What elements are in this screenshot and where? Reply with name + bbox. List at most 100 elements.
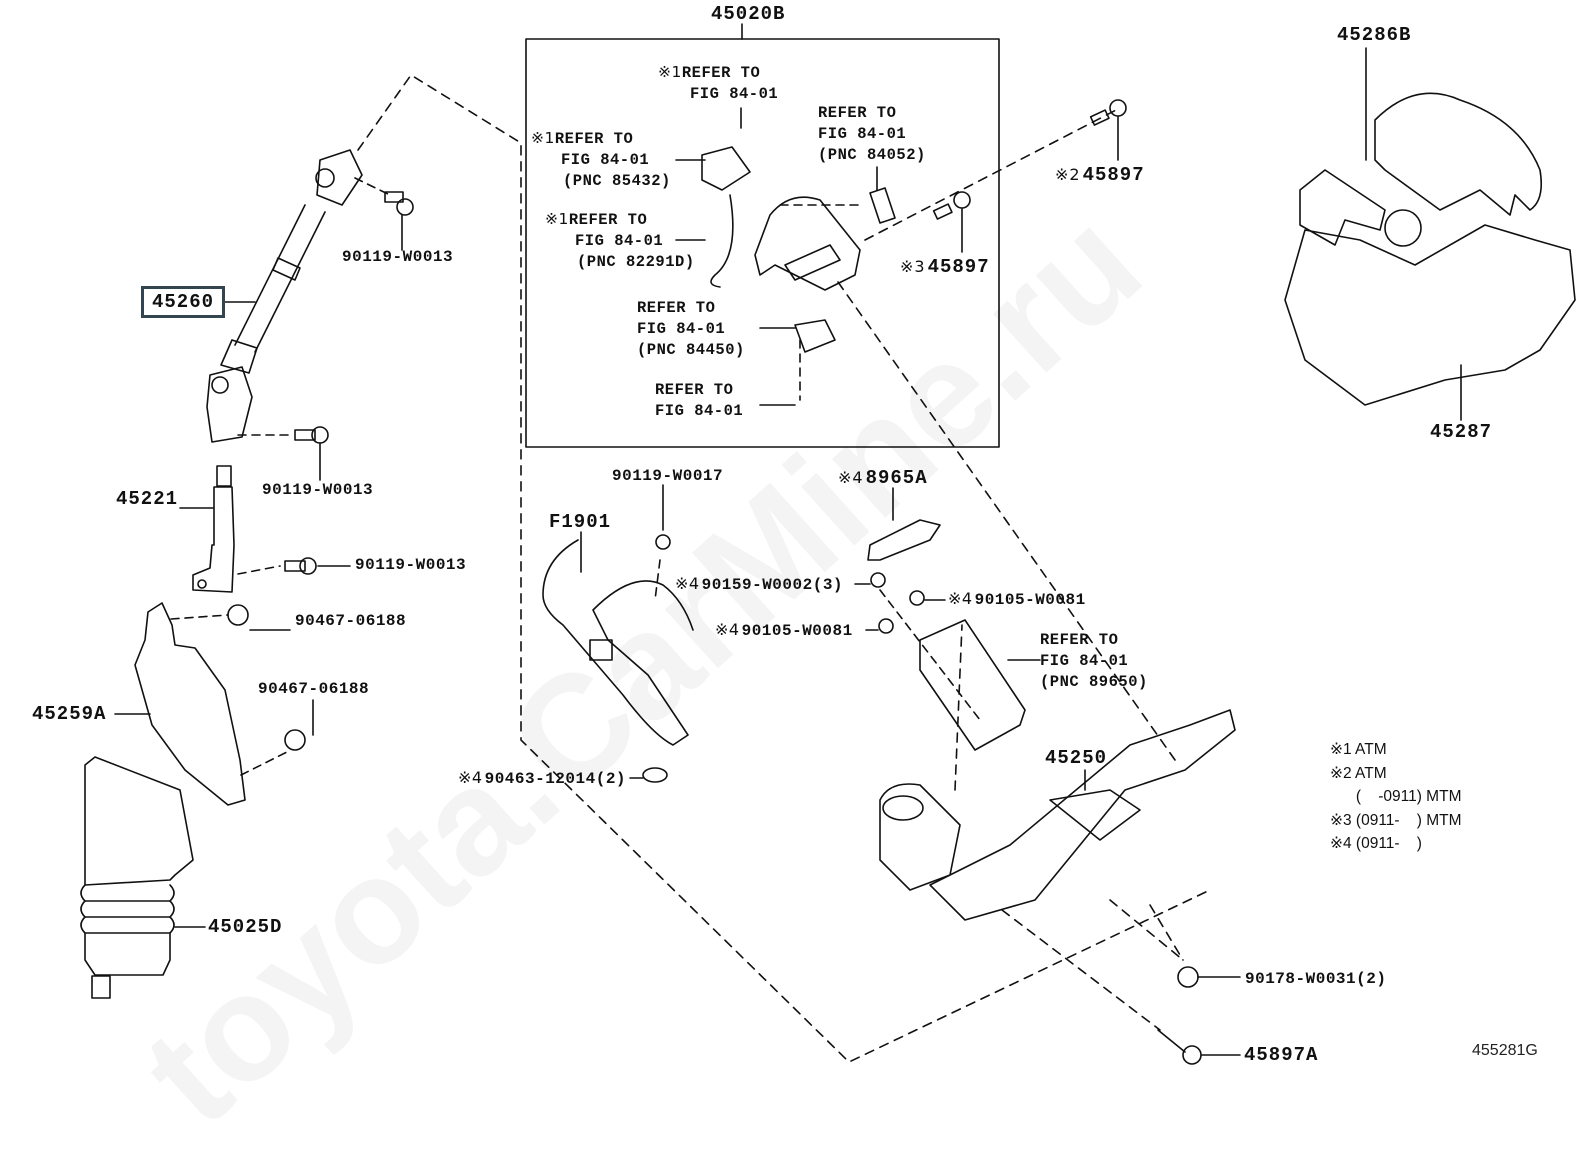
parts-diagram-canvas (80, 23, 1576, 1065)
part-label-F1901[interactable]: F1901 (549, 511, 612, 533)
bolt-icon (932, 99, 1127, 220)
bolt-icon (1157, 1029, 1202, 1065)
ref-line: (PNC 89650) (1040, 673, 1148, 691)
ref-line: (PNC 85432) (563, 172, 671, 190)
column-cover-45286B (1299, 92, 1543, 246)
part-number: 45260 (152, 291, 215, 313)
clip-84052 (869, 187, 896, 224)
bracket-8965A (867, 519, 941, 561)
part-label-90467-06188[interactable]: 90467-06188 (295, 612, 407, 630)
note-line: ※3 (0911- ) MTM (1330, 811, 1462, 829)
column-cover-45287 (1284, 209, 1576, 406)
switch-84450 (794, 319, 836, 353)
part-number: 90105-W0081 (974, 591, 1086, 609)
note-line: ※1 ATM (1330, 741, 1387, 758)
ref-line: REFER TO (568, 211, 648, 229)
part-number: 90159-W0002(3) (701, 576, 844, 594)
ref-line: REFER TO (681, 64, 761, 82)
figure-id: 455281G (1472, 1042, 1538, 1059)
note-mark: ※1 (658, 63, 682, 81)
column-hole-cover-45259A (134, 602, 246, 806)
steering-column-45250 (879, 709, 1236, 921)
note-mark: ※4 (675, 574, 700, 593)
note-mark: ※4 (838, 468, 864, 487)
ref-line: (PNC 82291D) (577, 253, 695, 271)
key-cylinder-connector (701, 146, 751, 191)
nut-icon (1177, 966, 1199, 988)
part-label-90119-W0013[interactable]: 90119-W0013 (342, 248, 454, 266)
part-number: 45897 (1082, 164, 1145, 186)
ref-line: (PNC 84052) (818, 146, 926, 164)
ref-line: REFER TO (1040, 631, 1119, 649)
wiring-harness-F1901 (542, 539, 694, 746)
ref-line: REFER TO (554, 130, 634, 148)
part-label-45286B[interactable]: 45286B (1337, 24, 1412, 46)
ref-line: FIG 84-01 (575, 232, 664, 250)
part-label-45221[interactable]: 45221 (116, 488, 179, 510)
part-label-45287[interactable]: 45287 (1430, 421, 1493, 443)
part-label-90178-W0031[interactable]: 90178-W0031(2) (1245, 970, 1387, 988)
part-number: 45897 (927, 256, 990, 278)
ref-line: FIG 84-01 (1040, 652, 1129, 670)
ref-line: REFER TO (655, 381, 734, 399)
part-label-45250[interactable]: 45250 (1045, 747, 1108, 769)
reference-callout[interactable]: REFER TO FIG 84-01 (PNC 84450) (637, 298, 745, 361)
reference-callout[interactable]: REFER TO FIG 84-01 (PNC 84052) (818, 103, 926, 166)
reference-callout[interactable]: ※1REFER TO FIG 84-01 (PNC 85432) (531, 128, 671, 192)
ref-line: FIG 84-01 (818, 125, 907, 143)
part-label-45020B[interactable]: 45020B (711, 3, 786, 25)
ignition-lock-housing (754, 196, 861, 291)
note-mark: ※4 (948, 589, 973, 608)
note-mark: ※1 (545, 210, 569, 228)
note-mark: ※4 (715, 620, 740, 639)
part-label-90119-W0017[interactable]: 90119-W0017 (612, 467, 724, 485)
boot-45025D (80, 756, 194, 999)
part-label-45025D[interactable]: 45025D (208, 916, 283, 938)
ref-line: FIG 84-01 (561, 151, 650, 169)
grommet-icon (227, 604, 249, 626)
part-label-90119-W0013[interactable]: 90119-W0013 (355, 556, 467, 574)
ref-line: REFER TO (818, 104, 897, 122)
part-number: 8965A (865, 467, 928, 489)
ref-line: FIG 84-01 (655, 402, 744, 420)
reference-callout[interactable]: REFER TO FIG 84-01 (655, 380, 743, 422)
assembly-guide-lines (357, 74, 1211, 1063)
bolt-icon (655, 534, 671, 550)
reference-callout[interactable]: ※1REFER TO FIG 84-01 (658, 62, 778, 105)
part-label-45260-highlighted[interactable]: 45260 (141, 286, 226, 318)
note-line: ※2 ATM (1330, 764, 1387, 782)
ref-line: (PNC 84450) (637, 341, 745, 359)
note-line: ※4 (0911- ) (1330, 835, 1422, 852)
part-label-45897A[interactable]: 45897A (1244, 1044, 1319, 1066)
reference-callout[interactable]: ※1REFER TO FIG 84-01 (PNC 82291D) (545, 209, 695, 273)
ref-line: FIG 84-01 (637, 320, 726, 338)
bolt-icon (284, 191, 414, 575)
note-mark: ※4 (458, 768, 483, 787)
reference-callout[interactable]: REFER TO FIG 84-01 (PNC 89650) (1040, 630, 1148, 693)
grommet-icon (284, 729, 306, 751)
ref-line: REFER TO (637, 299, 716, 317)
note-mark: ※1 (531, 129, 555, 147)
note-mark: ※3 (900, 257, 926, 276)
bolt-icon (642, 572, 925, 783)
part-label-90119-W0013[interactable]: 90119-W0013 (262, 481, 374, 499)
part-label-90467-06188[interactable]: 90467-06188 (258, 680, 370, 698)
part-number: 90105-W0081 (741, 622, 853, 640)
note-mark: ※2 (1055, 165, 1081, 184)
ref-line: FIG 84-01 (690, 85, 779, 103)
part-label-45259A[interactable]: 45259A (32, 703, 107, 725)
note-line: ( -0911) MTM (1330, 788, 1462, 805)
intermediate-shaft-45260 (206, 149, 363, 443)
lower-shaft-45221 (192, 465, 235, 593)
assembly-box-45020B (525, 38, 1000, 448)
ecu-89650 (919, 619, 1026, 751)
notes-legend: ※1 ATM ※2 ATM ( -0911) MTM ※3 (0911- ) M… (1330, 738, 1462, 856)
wire-harness-82291D (710, 194, 734, 288)
